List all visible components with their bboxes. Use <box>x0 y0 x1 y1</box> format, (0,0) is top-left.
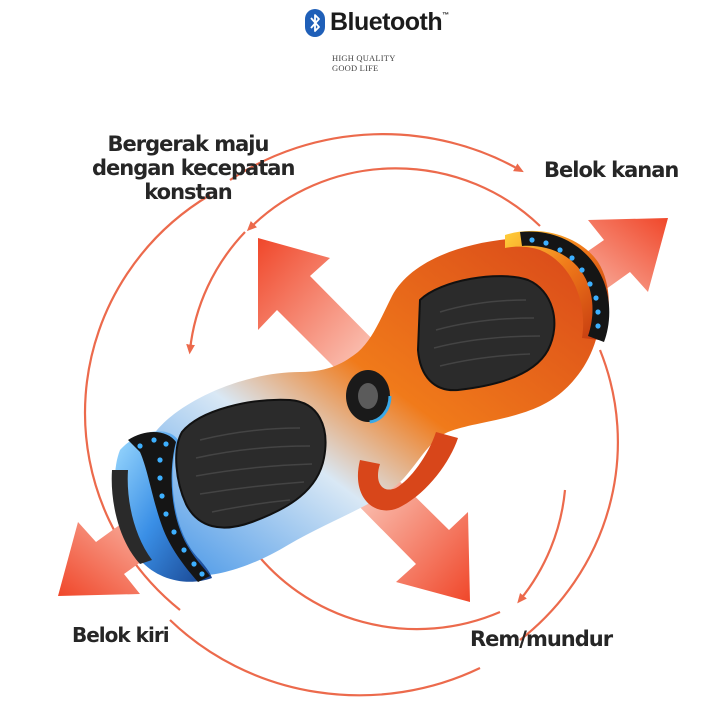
right-led-strip <box>520 231 610 342</box>
inner-circle-arc-right <box>517 489 567 604</box>
label-forward: Bergerak maju dengan kecepatan konstan <box>92 132 295 204</box>
left-led-lights <box>137 437 205 577</box>
label-turn-right: Belok kanan <box>544 158 679 182</box>
outer-circle-arc-top <box>229 133 524 181</box>
trademark-symbol: ™ <box>442 12 449 19</box>
tagline-line-2: GOOD LIFE <box>332 63 379 73</box>
carry-handle <box>357 432 458 511</box>
hoverboard <box>111 230 610 582</box>
right-foot-pad <box>416 275 556 392</box>
brand-name: Bluetooth™ <box>330 8 449 36</box>
label-brake-reverse: Rem/mundur <box>470 627 613 651</box>
left-led-strip <box>128 431 210 582</box>
brand-tagline: HIGH QUALITY GOOD LIFE <box>332 53 396 73</box>
inner-circle-arc-bottom <box>249 544 501 631</box>
outer-circle-arc-bottom <box>169 619 481 697</box>
center-joint <box>344 368 392 424</box>
brand-logo: Bluetooth™ <box>305 8 449 37</box>
right-led-lights <box>529 237 601 329</box>
bluetooth-icon <box>305 8 325 37</box>
tagline-line-1: HIGH QUALITY <box>332 53 396 63</box>
label-forward-line-3: konstan <box>144 180 232 204</box>
label-forward-line-2: dengan kecepatan <box>92 156 295 180</box>
outer-circle-arc-right <box>519 349 619 641</box>
label-forward-line-1: Bergerak maju <box>107 132 270 156</box>
inner-circle-arc-left <box>186 231 246 355</box>
foot-pad-ribs <box>195 299 541 513</box>
left-wheel-tire <box>111 470 152 564</box>
left-foot-pad <box>175 398 327 529</box>
inner-circle-arc-top <box>246 167 541 232</box>
label-turn-left: Belok kiri <box>72 623 170 647</box>
